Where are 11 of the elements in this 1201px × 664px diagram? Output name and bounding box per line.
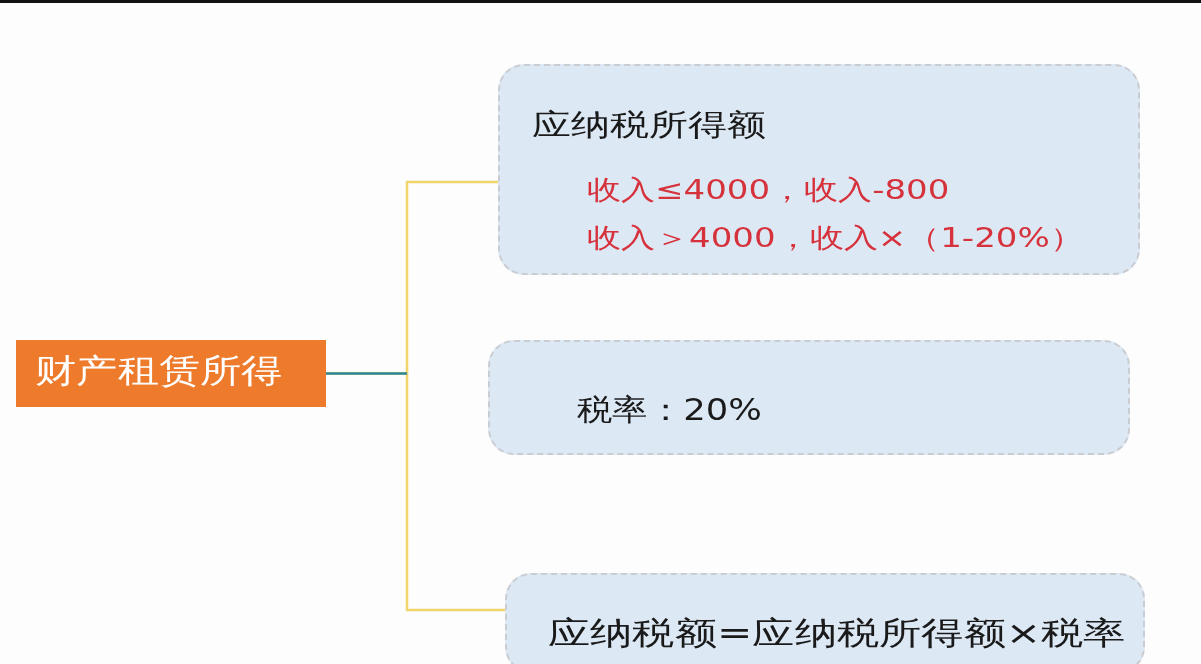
subtopic-heading: 应纳税所得额 — [532, 108, 766, 143]
formula-text: 收入＞4000，收入×（1-20%） — [587, 222, 1084, 254]
subtopic-box — [498, 64, 1140, 275]
subtopic-box — [488, 340, 1130, 455]
tax-rate-text: 税率：20% — [577, 393, 762, 428]
formula-text: 应纳税额=应纳税所得额×税率 — [548, 615, 1126, 652]
connector-trunk — [326, 372, 407, 375]
formula-text: 收入≤4000，收入-800 — [587, 174, 950, 206]
subtopic-box — [505, 573, 1145, 664]
root-topic-box — [16, 340, 326, 407]
topic-text: 财产租赁所得 — [35, 352, 283, 390]
